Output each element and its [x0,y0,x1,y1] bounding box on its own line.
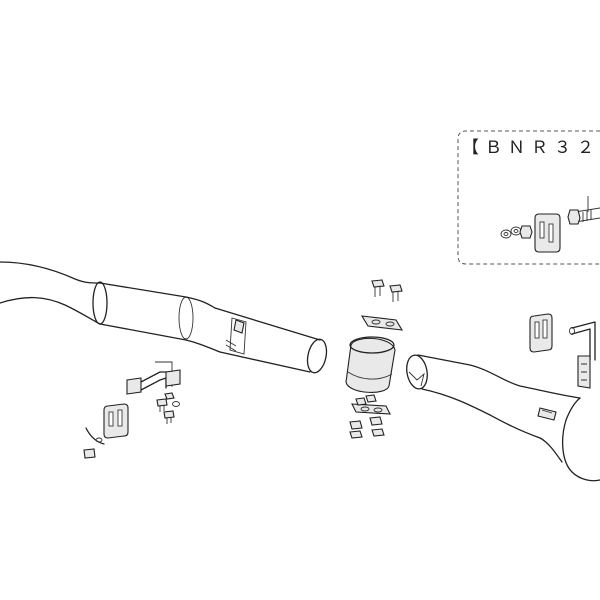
mounting-bracket [126,361,181,395]
bnr32-inset: 【ＢＮＲ３２車 [457,130,600,265]
pipe-clamp-band [345,336,396,393]
center-nuts-bottom [349,394,385,439]
hanger-rubber-right [529,313,553,353]
inset-bolt [567,196,600,225]
clamp-bracket-bottom [351,403,391,415]
catalytic-converter [92,281,221,353]
inset-title: 【ＢＮＲ３２車 [462,138,600,158]
bolt-icon [163,410,175,424]
hanger-rubber-left [103,403,129,439]
clamp-bracket-top [360,315,404,331]
center-bolts-top [371,279,403,302]
bolt-icon [156,398,168,412]
rear-pipe-section [214,307,328,374]
bolt-icon [83,448,96,459]
rear-pipe [406,354,581,439]
hardware-left [83,392,180,459]
muffler [539,397,600,482]
hanger-rod-right [569,321,596,389]
front-pipe [0,261,101,325]
inset-washers [500,225,533,239]
nut-icon [164,392,175,400]
inset-hanger-rubber [534,213,561,253]
